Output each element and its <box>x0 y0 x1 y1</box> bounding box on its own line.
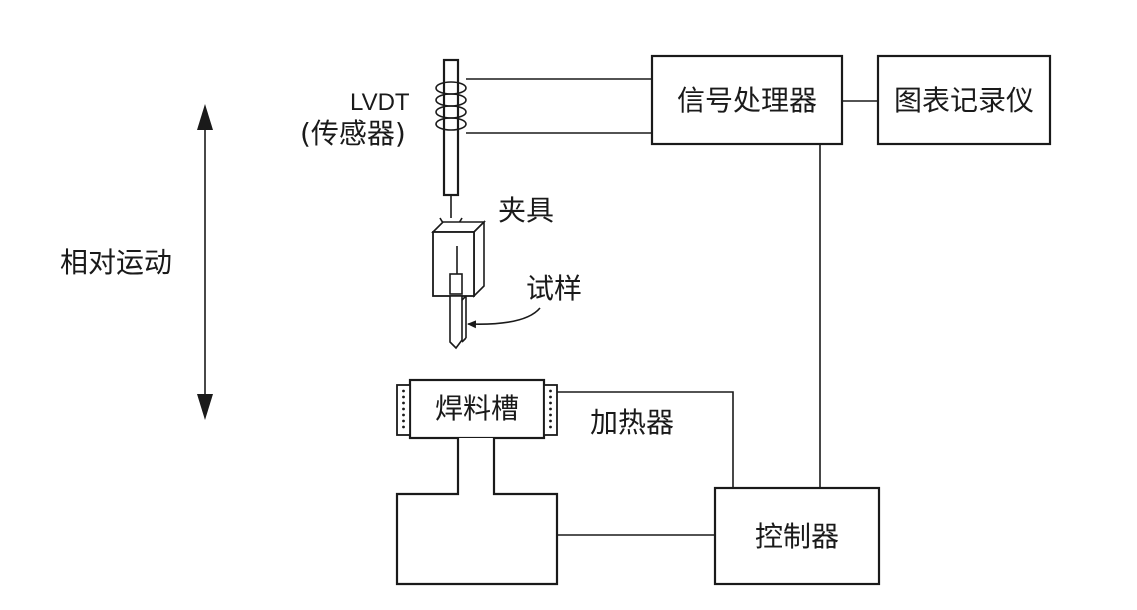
relative-motion-arrow <box>197 104 213 420</box>
chart-recorder-label: 图表记录仪 <box>894 84 1034 117</box>
solder-reservoir <box>395 438 559 586</box>
relative-motion-label: 相对运动 <box>60 246 172 279</box>
signal-processor-box <box>650 54 844 146</box>
heater-label: 加热器 <box>590 406 674 439</box>
lvdt-label: LVDT <box>350 89 410 116</box>
heater-element-left <box>396 384 411 436</box>
solder-bath-label: 焊料槽 <box>435 392 519 425</box>
lvdt-coil <box>435 81 467 131</box>
specimen-pointer <box>467 307 541 329</box>
controller-box <box>713 486 881 586</box>
heater-controller-wire <box>557 391 734 488</box>
specimen-label: 试样 <box>526 272 582 305</box>
heater-element-right <box>543 384 558 436</box>
lvdt-rod <box>442 58 460 197</box>
chart-recorder-box <box>876 54 1052 146</box>
controller-label: 控制器 <box>755 520 839 553</box>
fixture-label: 夹具 <box>498 194 554 227</box>
signal-processor-label: 信号处理器 <box>677 84 817 117</box>
specimen <box>449 273 467 350</box>
sensor-label: (传感器) <box>300 117 406 150</box>
